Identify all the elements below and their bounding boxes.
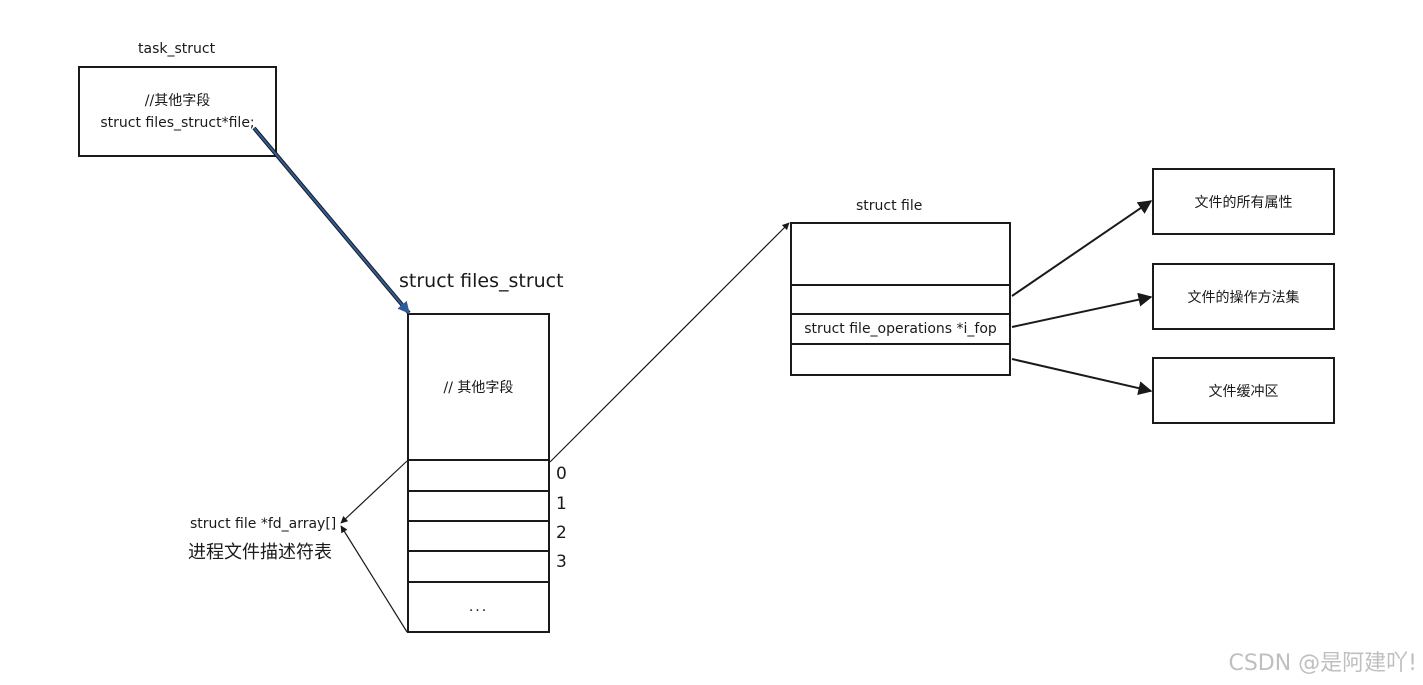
fd-index-3: 3 (556, 552, 567, 572)
fd-slot-1 (407, 490, 550, 522)
file-to-operations-arrow (1011, 292, 1153, 328)
task-struct-title: task_struct (138, 41, 216, 57)
fd-slot-ellipsis: ... (468, 599, 489, 615)
struct-file-cell-bottom (790, 343, 1011, 376)
fd-index-1: 1 (556, 494, 567, 514)
files-struct-other-fields: // 其他字段 (443, 380, 514, 396)
fd-slot-more: ... (407, 581, 550, 633)
task-struct-files-pointer: struct files_struct*file; (100, 114, 255, 131)
fd-index-0: 0 (556, 464, 567, 484)
files-struct-title: struct files_struct (399, 270, 564, 292)
fd-slot-0 (407, 459, 550, 492)
task-to-files-struct-arrow (252, 126, 411, 315)
files-struct-other-fields-cell: // 其他字段 (407, 313, 550, 461)
task-to-files-struct-arrow-highlight (253, 127, 410, 314)
fd-array-top-line (340, 460, 408, 524)
file-to-buffer-arrow (1011, 358, 1153, 395)
file-buffer-label: 文件缓冲区 (1208, 383, 1279, 400)
file-attributes-box: 文件的所有属性 (1152, 168, 1335, 235)
fd-array-label: struct file *fd_array[] (190, 516, 337, 532)
csdn-watermark: CSDN @是阿建吖! (1228, 651, 1417, 676)
fd-slot-2 (407, 520, 550, 552)
task-struct-other-fields: //其他字段 (144, 92, 211, 109)
task-struct-box: //其他字段 struct files_struct*file; (78, 66, 277, 157)
fd-table-caption: 进程文件描述符表 (188, 542, 332, 563)
struct-file-title: struct file (856, 198, 923, 214)
struct-file-fop: struct file_operations *i_fop (804, 321, 997, 337)
struct-file-cell-top (790, 222, 1011, 286)
fd-slot-3 (407, 550, 550, 583)
file-operations-label: 文件的操作方法集 (1187, 289, 1300, 306)
file-operations-box: 文件的操作方法集 (1152, 263, 1335, 330)
fd-index-2: 2 (556, 523, 567, 543)
fd-array-bottom-line (340, 525, 408, 633)
fd0-to-struct-file-arrow (549, 222, 790, 463)
file-attributes-label: 文件的所有属性 (1194, 194, 1293, 211)
struct-file-fop-cell: struct file_operations *i_fop (790, 313, 1011, 345)
struct-file-cell-2 (790, 284, 1011, 315)
file-to-attributes-arrow (1011, 200, 1153, 297)
file-buffer-box: 文件缓冲区 (1152, 357, 1335, 424)
